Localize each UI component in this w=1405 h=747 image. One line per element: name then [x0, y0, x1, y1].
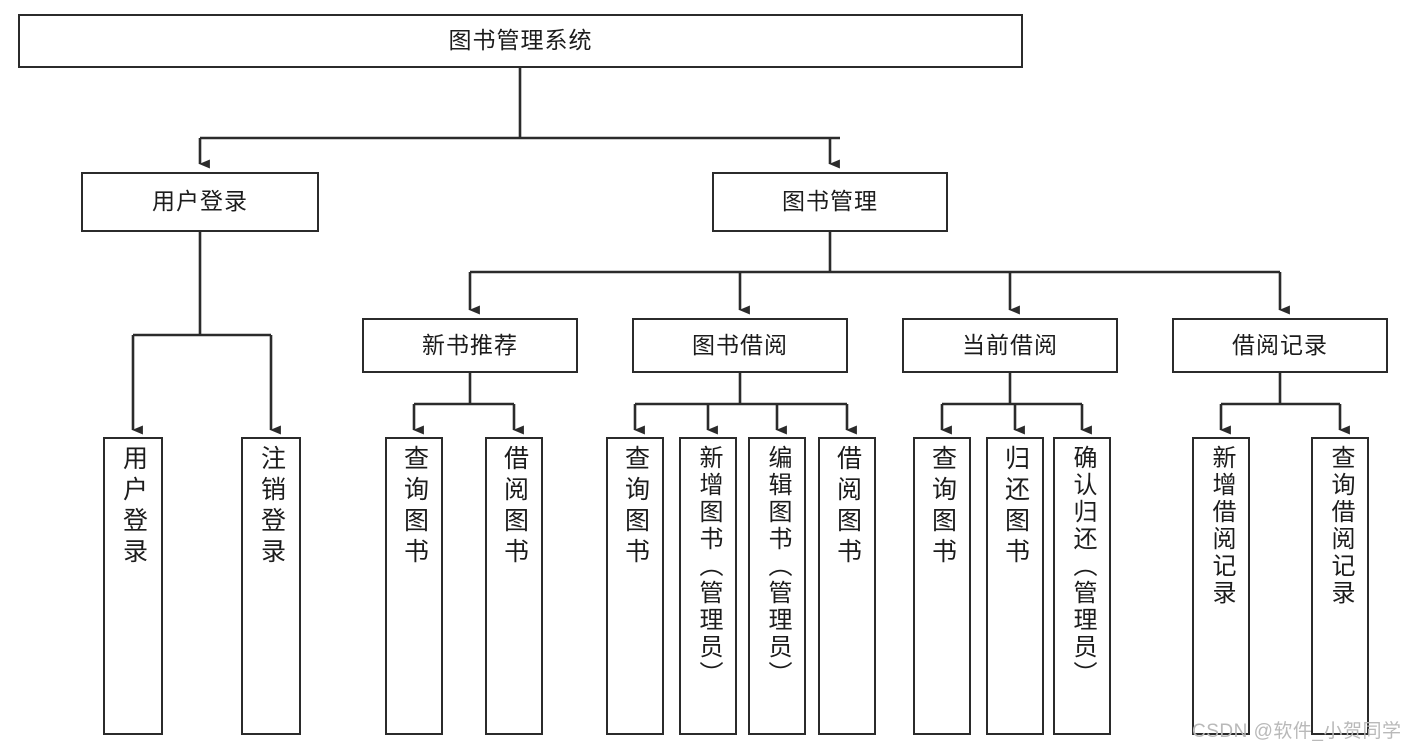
node-leaf-query-book-1[interactable]: 查询图书: [385, 437, 443, 735]
node-book-manage-label: 图书管理: [782, 188, 878, 215]
node-leaf-query-book-2-label: 查询图书: [621, 445, 650, 569]
node-leaf-add-book-label: 新增图书（管理员）: [695, 445, 722, 688]
node-root[interactable]: 图书管理系统: [18, 14, 1023, 68]
node-leaf-add-record[interactable]: 新增借阅记录: [1192, 437, 1250, 735]
node-borrow-record[interactable]: 借阅记录: [1172, 318, 1388, 373]
node-leaf-logout[interactable]: 注销登录: [241, 437, 301, 735]
node-leaf-query-book-3-label: 查询图书: [928, 445, 957, 569]
node-leaf-borrow-book-2[interactable]: 借阅图书: [818, 437, 876, 735]
node-leaf-borrow-book-2-label: 借阅图书: [833, 445, 862, 569]
node-leaf-query-book-3[interactable]: 查询图书: [913, 437, 971, 735]
node-leaf-query-book-1-label: 查询图书: [400, 445, 429, 569]
node-leaf-user-login[interactable]: 用户登录: [103, 437, 163, 735]
node-book-borrow-label: 图书借阅: [692, 331, 788, 358]
node-leaf-add-book[interactable]: 新增图书（管理员）: [679, 437, 737, 735]
node-new-book-rec-label: 新书推荐: [422, 331, 518, 358]
node-borrow-record-label: 借阅记录: [1232, 331, 1328, 358]
node-current-borrow[interactable]: 当前借阅: [902, 318, 1118, 373]
node-leaf-query-book-2[interactable]: 查询图书: [606, 437, 664, 735]
node-leaf-query-record[interactable]: 查询借阅记录: [1311, 437, 1369, 735]
node-leaf-return-book-label: 归还图书: [1001, 445, 1030, 569]
node-leaf-borrow-book-1-label: 借阅图书: [500, 445, 529, 569]
node-leaf-edit-book-label: 编辑图书（管理员）: [764, 445, 791, 688]
node-book-borrow[interactable]: 图书借阅: [632, 318, 848, 373]
node-leaf-confirm-return[interactable]: 确认归还（管理员）: [1053, 437, 1111, 735]
node-leaf-edit-book[interactable]: 编辑图书（管理员）: [748, 437, 806, 735]
node-leaf-confirm-return-label: 确认归还（管理员）: [1069, 445, 1096, 688]
node-leaf-logout-label: 注销登录: [257, 445, 286, 569]
node-user-login[interactable]: 用户登录: [81, 172, 319, 232]
node-root-label: 图书管理系统: [448, 27, 593, 54]
node-current-borrow-label: 当前借阅: [962, 331, 1058, 358]
watermark: CSDN @软件_小贺同学: [1192, 721, 1402, 742]
node-leaf-user-login-label: 用户登录: [119, 445, 148, 569]
node-leaf-add-record-label: 新增借阅记录: [1208, 445, 1235, 607]
node-book-manage[interactable]: 图书管理: [712, 172, 948, 232]
node-new-book-rec[interactable]: 新书推荐: [362, 318, 578, 373]
node-leaf-return-book[interactable]: 归还图书: [986, 437, 1044, 735]
node-user-login-label: 用户登录: [152, 188, 248, 215]
node-leaf-borrow-book-1[interactable]: 借阅图书: [485, 437, 543, 735]
node-leaf-query-record-label: 查询借阅记录: [1327, 445, 1354, 607]
